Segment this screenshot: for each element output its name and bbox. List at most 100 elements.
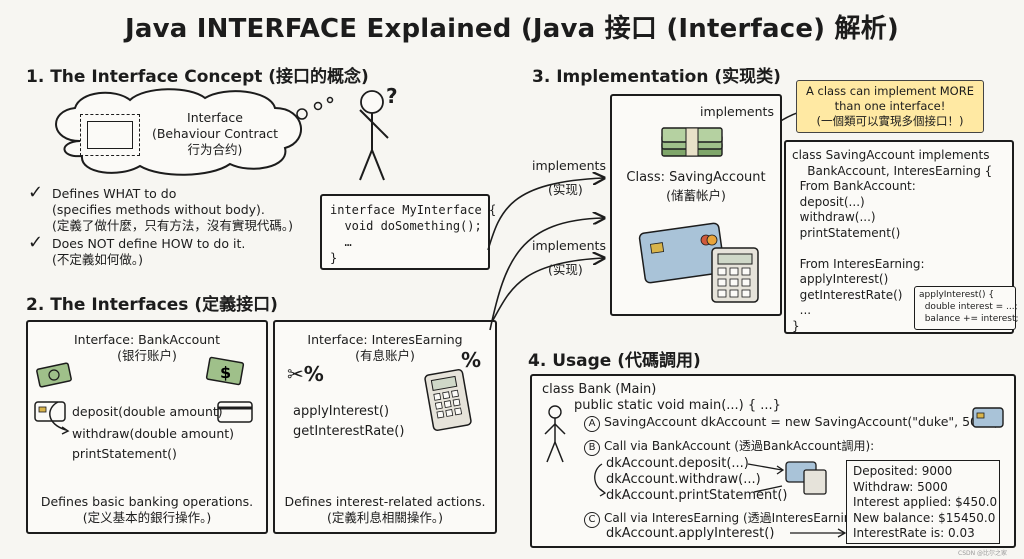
interest-method-rate: getInterestRate() (293, 424, 405, 439)
code-line: From InteresEarning: (792, 256, 925, 271)
stick-figure-icon (359, 90, 389, 181)
section4-heading: 4. Usage (代碼調用) (528, 351, 701, 371)
point2-l1: Does NOT define HOW to do it. (52, 236, 246, 251)
percent-icon: % (461, 348, 482, 372)
dashed-rect-icon (80, 114, 140, 156)
applyinterest-bubble: applyInterest() { double interest = ...;… (914, 286, 1019, 330)
output-line: Interest applied: $450.0 (853, 495, 998, 509)
cloud-text: Interface (Behaviour Contract 行为合约) (150, 110, 280, 158)
code-line: class SavingAccount implements (792, 148, 990, 162)
bank-subtitle: (银行账户) (117, 348, 177, 363)
interestearning-interface-box: Interface: InteresEarning (有息账户) ✂% % ap… (273, 320, 497, 534)
step-b-label: B (584, 440, 600, 456)
check-icon: ✓ (28, 182, 44, 203)
step-b-print: dkAccount.printStatement() (606, 488, 788, 503)
output-line: InterestRate is: 0.03 (853, 526, 975, 540)
step-c-apply: dkAccount.applyInterest() (606, 526, 775, 541)
cloud-line3: 行为合约) (187, 142, 243, 157)
bankaccount-interface-box: Interface: BankAccount (银行账户) $ deposit(… (26, 320, 268, 534)
interest-title: Interface: InteresEarning (307, 332, 463, 347)
bank-desc1: Defines basic banking operations. (40, 494, 254, 509)
note-l2: than one interface! (834, 99, 946, 113)
code-line: applyInterest() (792, 272, 889, 286)
bubble-line: balance += interest; (919, 314, 1019, 324)
question-mark: ? (386, 84, 398, 108)
class-name: Class: SavingAccount (626, 170, 766, 185)
cloud-shape (55, 88, 334, 176)
curved-arrow-icon (594, 463, 607, 497)
code-line: } (792, 318, 800, 333)
card-calculator-icon (638, 222, 759, 303)
usage-line2: public static void main(...) { ...} (574, 398, 781, 413)
interest-method-apply: applyInterest() (293, 404, 390, 419)
bubble-code: applyInterest() { double interest = ...;… (915, 287, 1019, 327)
bank-method-deposit: deposit(double amount) (72, 404, 223, 419)
point1: Defines WHAT to do (specifies methods wi… (52, 186, 293, 234)
bank-method-print: printStatement() (72, 446, 177, 461)
step-b-deposit: dkAccount.deposit(...) (606, 456, 749, 471)
step-c-text: Call via InteresEarning (透過InteresEarnin… (604, 511, 892, 525)
cash-icon (36, 362, 72, 388)
point1-l1: Defines WHAT to do (52, 186, 177, 201)
calculator-icon (424, 369, 472, 431)
bubble-line: double interest = ...; (919, 302, 1018, 312)
svg-text:$: $ (220, 363, 231, 382)
section3-heading: 3. Implementation (实现类) (532, 67, 781, 87)
point2: Does NOT define HOW to do it. (不定義如何做。) (52, 236, 245, 268)
usage-line1: class Bank (Main) (542, 382, 657, 397)
savingaccount-code: class SavingAccount implements BankAccou… (792, 148, 992, 334)
credit-card-icon (972, 407, 1004, 428)
watermark: CSDN @比尔之家 (958, 550, 1008, 557)
percent-icon: ✂% (287, 362, 324, 386)
implements-zh-1: (实现) (548, 182, 583, 197)
page-title: Java INTERFACE Explained (Java 接口 (Inter… (125, 14, 899, 44)
interest-subtitle: (有息账户) (355, 348, 415, 363)
implements-label-1: implements (532, 158, 606, 173)
step-a-label: A (584, 416, 600, 432)
point2-l2: (不定義如何做。) (52, 252, 144, 267)
card-arrow-icon (747, 461, 827, 495)
code-line: void doSomething(); (330, 219, 482, 233)
code-line: From BankAccount: (792, 179, 916, 193)
step-b-text: Call via BankAccount (透過BankAccount調用): (604, 439, 875, 453)
interest-desc2: (定義利息相關操作。) (326, 510, 443, 525)
arrow-icon (790, 528, 847, 538)
check-icon: ✓ (28, 232, 44, 253)
interest-desc1: Defines interest-related actions. (284, 494, 486, 509)
output-line: Deposited: 9000 (853, 464, 953, 478)
step-a-code: SavingAccount dkAccount = new SavingAcco… (604, 414, 1003, 429)
implements-label-2: implements (532, 238, 606, 253)
step-b-withdraw: dkAccount.withdraw(...) (606, 472, 761, 487)
step-a: A SavingAccount dkAccount = new SavingAcc… (584, 414, 1003, 432)
point1-l3: (定義了做什麼，只有方法，沒有實現代碼。) (52, 218, 294, 233)
savingaccount-class-box: implements Class: SavingAccount (储蓄帐户) (610, 94, 782, 316)
code-line: deposit(...) (792, 194, 865, 209)
code-line: getInterestRate() (792, 287, 903, 302)
cash-stack-icon (661, 127, 723, 157)
dollar-bill-icon: $ (205, 356, 245, 386)
credit-card-icon (217, 401, 253, 423)
cloud-line1: Interface (187, 110, 243, 125)
code-line: } (330, 251, 338, 265)
bank-desc2: (定义基本的銀行操作。) (82, 510, 212, 525)
point1-l2: (specifies methods without body). (52, 202, 265, 217)
code-line: ... (792, 303, 812, 317)
cloud-line2: (Behaviour Contract (151, 126, 279, 141)
code-line: … (330, 235, 352, 249)
step-c-label: C (584, 512, 600, 528)
section2-heading: 2. The Interfaces (定義接口) (26, 295, 278, 315)
implements-zh-2: (实现) (548, 262, 583, 277)
step-b: B Call via BankAccount (透過BankAccount調用): (584, 438, 874, 456)
code-line: BankAccount, InteresEarning { (792, 163, 993, 178)
code-line: printStatement() (792, 225, 901, 240)
implements-top-label: implements (700, 104, 774, 119)
bank-title: Interface: BankAccount (73, 332, 220, 347)
output-line: Withdraw: 5000 (853, 479, 948, 494)
note-l3: (一個類可以實現多個接口！) (816, 114, 964, 128)
note-l1: A class can implement MORE (806, 84, 974, 98)
curved-arrow-icon (49, 401, 70, 435)
bubble-line: applyInterest() { (919, 290, 995, 300)
usage-box: class Bank (Main) public static void mai… (530, 374, 1016, 548)
